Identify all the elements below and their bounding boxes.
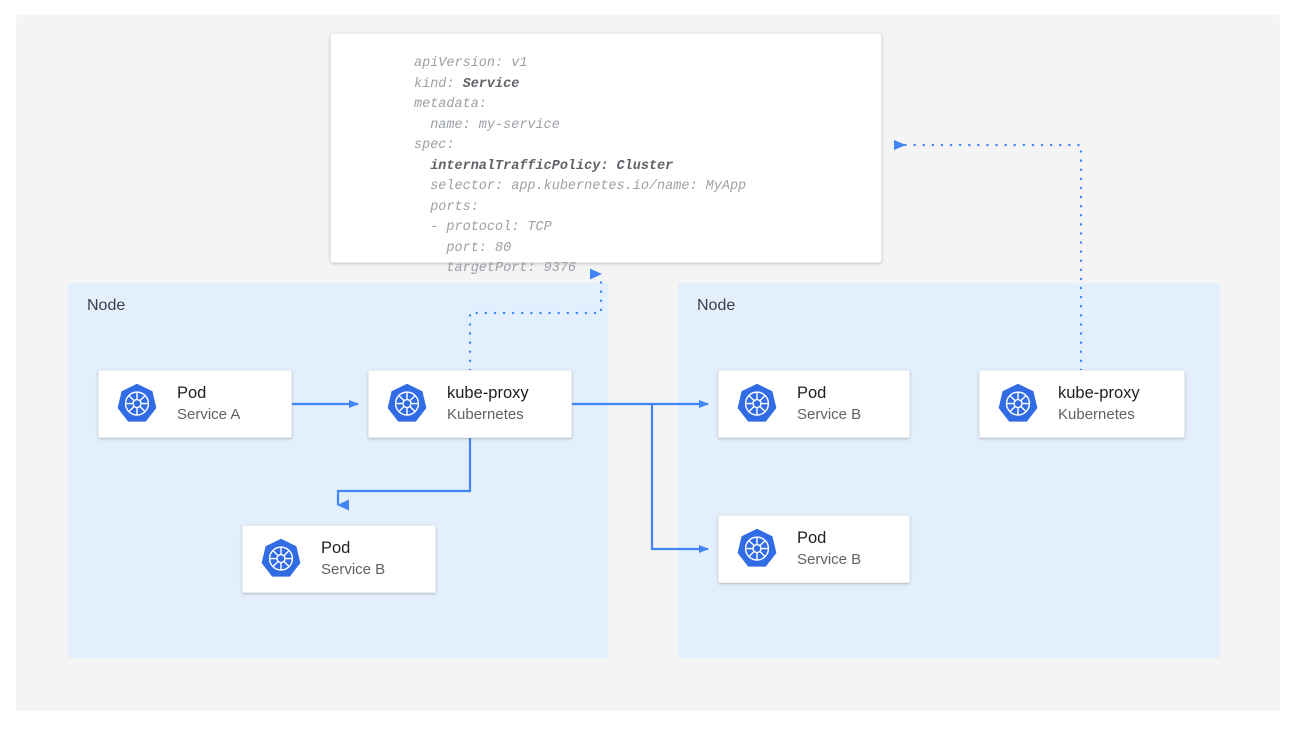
node-box-right	[678, 283, 1220, 658]
kubernetes-icon	[115, 382, 159, 426]
card-subtitle: Service B	[797, 406, 862, 423]
kubernetes-icon	[996, 382, 1040, 426]
card-title: Pod	[321, 539, 351, 557]
card-text: Pod Service B	[797, 383, 861, 425]
card-title: Pod	[177, 384, 207, 402]
kubernetes-icon	[385, 382, 429, 426]
service-manifest-card: apiVersion: v1 kind: Service metadata: n…	[330, 33, 882, 276]
card-kube-proxy-left[interactable]: kube-proxy Kubernetes	[368, 370, 572, 438]
card-pod-service-b-right-bottom[interactable]: Pod Service B	[718, 515, 910, 583]
node-box-left	[68, 283, 608, 658]
card-title: kube-proxy	[1058, 384, 1140, 402]
service-manifest-text: apiVersion: v1 kind: Service metadata: n…	[414, 56, 747, 276]
kubernetes-icon	[735, 527, 779, 571]
card-pod-service-b-left[interactable]: Pod Service B	[242, 525, 436, 593]
node-label-left: Node	[87, 297, 126, 314]
node-label-right: Node	[697, 297, 736, 314]
card-subtitle: Kubernetes	[447, 406, 524, 423]
card-title: kube-proxy	[447, 384, 529, 402]
card-title: Pod	[797, 529, 827, 547]
card-text: kube-proxy Kubernetes	[447, 383, 529, 425]
card-text: Pod Service A	[177, 383, 240, 425]
card-subtitle: Kubernetes	[1058, 406, 1135, 423]
card-title: Pod	[797, 384, 827, 402]
card-text: Pod Service B	[321, 538, 385, 580]
kubernetes-icon	[735, 382, 779, 426]
card-text: kube-proxy Kubernetes	[1058, 383, 1140, 425]
card-subtitle: Service B	[321, 561, 386, 578]
card-pod-service-b-right-top[interactable]: Pod Service B	[718, 370, 910, 438]
card-subtitle: Service B	[797, 551, 862, 568]
card-subtitle: Service A	[177, 406, 241, 423]
kubernetes-icon	[259, 537, 303, 581]
card-kube-proxy-right[interactable]: kube-proxy Kubernetes	[979, 370, 1185, 438]
card-text: Pod Service B	[797, 528, 861, 570]
card-pod-service-a[interactable]: Pod Service A	[98, 370, 292, 438]
